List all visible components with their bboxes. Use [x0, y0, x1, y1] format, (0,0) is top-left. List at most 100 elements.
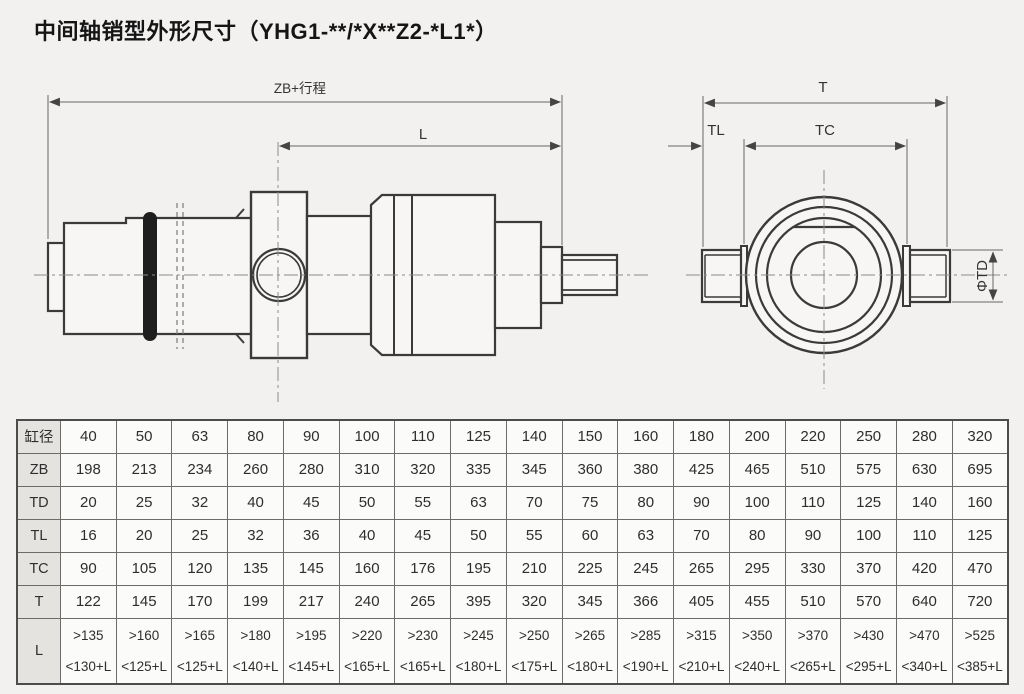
spec-cell: 32	[227, 518, 284, 553]
spec-cell: 225	[561, 551, 619, 586]
spec-cell: 70	[505, 485, 563, 520]
spec-cell: 50	[450, 518, 507, 553]
spec-cell: >220<165+L	[338, 617, 396, 685]
cap-chamfer-bottom	[235, 333, 245, 344]
spec-cell: 80	[227, 419, 284, 454]
table-row: L>135<130+L>160<125+L>165<125+L>180<140+…	[16, 617, 1009, 685]
spec-cell: 20	[115, 518, 173, 553]
spec-cell: >230<165+L	[394, 617, 452, 685]
spec-cell: 320	[505, 584, 563, 619]
spec-cell: 280	[282, 452, 340, 487]
spec-cell: >525<385+L	[951, 617, 1009, 685]
row-header: TC	[16, 551, 61, 586]
row-header: L	[16, 617, 61, 685]
spec-cell: 50	[338, 485, 396, 520]
spec-cell: 570	[840, 584, 898, 619]
rod-end-stub	[46, 241, 66, 313]
spec-cell: 145	[282, 551, 340, 586]
spec-cell: 420	[896, 551, 953, 586]
spec-cell: >195<145+L	[282, 617, 340, 685]
trunnion-pin-left	[700, 248, 743, 304]
spec-cell: 125	[450, 419, 507, 454]
spec-cell: 20	[60, 485, 117, 520]
spec-cell: 40	[60, 419, 117, 454]
spec-cell: 140	[505, 419, 563, 454]
spec-cell: 90	[60, 551, 117, 586]
spec-cell: 75	[561, 485, 619, 520]
spec-cell: 630	[896, 452, 953, 487]
spec-cell: 90	[784, 518, 842, 553]
spec-cell: 70	[673, 518, 730, 553]
spec-cell: 80	[617, 485, 675, 520]
spec-cell: 345	[561, 584, 619, 619]
spec-cell: 640	[896, 584, 953, 619]
spec-cell: >245<180+L	[450, 617, 507, 685]
spec-cell: 345	[505, 452, 563, 487]
spec-cell: >470<340+L	[896, 617, 953, 685]
spec-cell: 40	[227, 485, 284, 520]
spec-cell: 250	[840, 419, 898, 454]
spec-cell: >430<295+L	[840, 617, 898, 685]
row-header: 缸径	[16, 419, 61, 454]
spec-cell: 45	[282, 485, 340, 520]
spec-cell: 265	[673, 551, 730, 586]
spec-cell: >250<175+L	[505, 617, 563, 685]
spec-cell: >165<125+L	[171, 617, 229, 685]
spec-cell: 320	[951, 419, 1009, 454]
spec-cell: 470	[951, 551, 1009, 586]
spec-cell: >350<240+L	[728, 617, 786, 685]
spec-cell: 16	[60, 518, 117, 553]
spec-cell: 360	[561, 452, 619, 487]
spec-cell: 245	[617, 551, 675, 586]
spec-cell: 200	[728, 419, 786, 454]
spec-cell: 234	[171, 452, 229, 487]
spec-cell: 32	[171, 485, 229, 520]
head-block	[369, 193, 497, 357]
spec-cell: 125	[951, 518, 1009, 553]
spec-cell: 160	[338, 551, 396, 586]
spec-cell: 330	[784, 551, 842, 586]
spec-cell: 110	[784, 485, 842, 520]
spec-cell: 198	[60, 452, 117, 487]
spec-cell: 55	[394, 485, 452, 520]
spec-cell: >160<125+L	[115, 617, 173, 685]
spec-cell: 217	[282, 584, 340, 619]
spec-cell: 160	[617, 419, 675, 454]
spec-cell: 695	[951, 452, 1009, 487]
spec-cell: 55	[505, 518, 563, 553]
spec-cell: 100	[728, 485, 786, 520]
spec-cell: 36	[282, 518, 340, 553]
spec-cell: 110	[394, 419, 452, 454]
trunnion-pin-right	[908, 248, 952, 304]
spec-cell: 335	[450, 452, 507, 487]
spec-cell: >315<210+L	[673, 617, 730, 685]
spec-cell: 720	[951, 584, 1009, 619]
spec-cell: 405	[673, 584, 730, 619]
spec-cell: 80	[728, 518, 786, 553]
spec-cell: 195	[450, 551, 507, 586]
spec-cell: >265<180+L	[561, 617, 619, 685]
spec-cell: 90	[673, 485, 730, 520]
spec-cell: 40	[338, 518, 396, 553]
spec-cell: 366	[617, 584, 675, 619]
page-title: 中间轴销型外形尺寸（YHG1-**/*X**Z2-*L1*）	[34, 19, 498, 44]
spec-cell: 90	[282, 419, 340, 454]
spec-cell: 125	[840, 485, 898, 520]
spec-cell: 320	[394, 452, 452, 487]
spec-cell: 170	[171, 584, 229, 619]
spec-cell: 122	[60, 584, 117, 619]
spec-cell: 310	[338, 452, 396, 487]
spec-cell: 220	[784, 419, 842, 454]
spec-cell: 50	[115, 419, 173, 454]
spec-cell: 265	[394, 584, 452, 619]
spec-cell: 176	[394, 551, 452, 586]
spec-cell: 110	[896, 518, 953, 553]
spec-cell: 120	[171, 551, 229, 586]
dim-label-tl: TL	[707, 122, 725, 139]
